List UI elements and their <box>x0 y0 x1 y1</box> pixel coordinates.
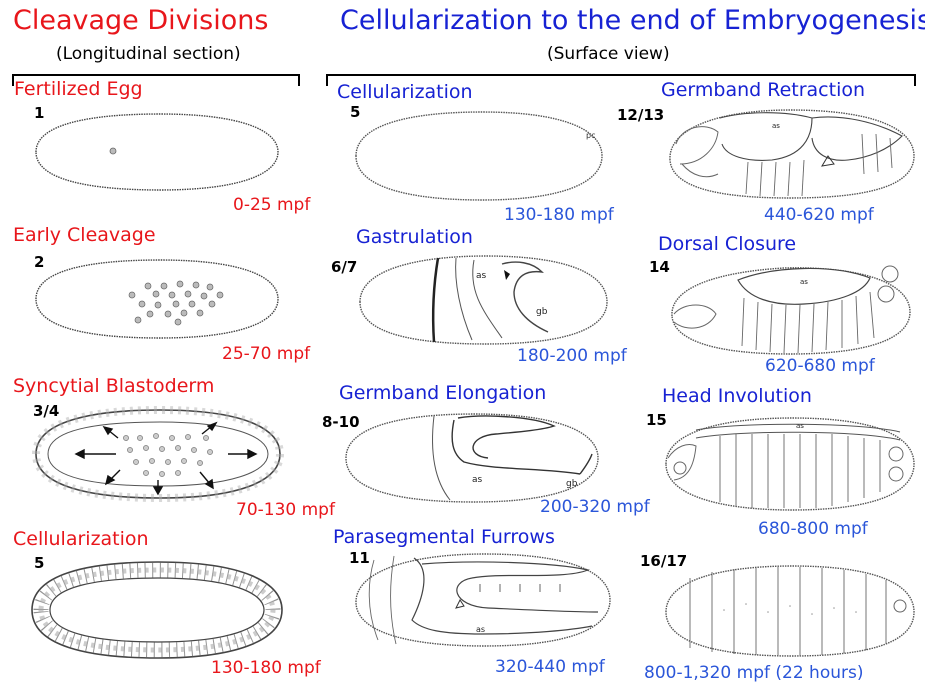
embryo-germband-retraction-illustration: as <box>662 104 918 202</box>
left-section-bracket <box>12 74 300 76</box>
pole-cell-label: pc <box>586 131 595 140</box>
embryo-cellularization-section-illustration <box>28 560 286 660</box>
embryo-fertilized-egg-illustration <box>30 112 282 192</box>
embryo-cellularization-surface-illustration: pc <box>352 110 606 202</box>
embryo-early-cleavage-illustration <box>30 258 282 340</box>
germband-label: gb <box>566 479 578 489</box>
amnioserosa-label: as <box>476 625 485 634</box>
amnioserosa-label: as <box>772 122 780 130</box>
stage-time: 800-1,320 mpf (22 hours) <box>644 663 864 683</box>
stage-time: 70-130 mpf <box>236 500 335 520</box>
right-section-bracket <box>326 74 916 76</box>
stage-name-fertilized-egg: Fertilized Egg <box>14 78 143 100</box>
left-section-title: Cleavage Divisions <box>13 6 268 36</box>
stage-time: 440-620 mpf <box>764 205 874 225</box>
stage-time: 25-70 mpf <box>222 344 310 364</box>
stage-time: 130-180 mpf <box>211 658 321 678</box>
right-section-subtitle: (Surface view) <box>547 44 670 64</box>
stage-number: 6/7 <box>331 258 357 276</box>
stage-name-parasegmental-furrows: Parasegmental Furrows <box>333 526 555 548</box>
germband-label: gb <box>536 307 548 317</box>
stage-name-early-cleavage: Early Cleavage <box>13 224 156 246</box>
stage-name-head-involution: Head Involution <box>662 385 812 407</box>
amnioserosa-label: as <box>476 271 487 281</box>
embryo-germband-elongation-illustration: as gb <box>342 410 602 506</box>
amnioserosa-label: as <box>796 422 804 430</box>
stage-name-cellularization: Cellularization <box>337 81 473 103</box>
embryo-late-stage-illustration <box>660 560 920 660</box>
embryo-head-involution-illustration: as <box>660 412 920 514</box>
stage-name-cellularization-left: Cellularization <box>13 528 149 550</box>
stage-time: 680-800 mpf <box>758 519 868 539</box>
embryo-parasegmental-furrows-illustration: as <box>352 550 614 650</box>
stage-time: 130-180 mpf <box>504 205 614 225</box>
stage-time: 0-25 mpf <box>233 195 310 215</box>
embryo-gastrulation-illustration: as gb <box>356 252 611 346</box>
stage-name-syncytial-blastoderm: Syncytial Blastoderm <box>13 375 214 397</box>
embryo-dorsal-closure-illustration: as <box>664 258 918 358</box>
stage-name-germband-retraction: Germband Retraction <box>661 79 865 101</box>
right-section-title: Cellularization to the end of Embryogene… <box>340 6 925 36</box>
stage-time: 620-680 mpf <box>765 356 875 376</box>
stage-name-dorsal-closure: Dorsal Closure <box>658 233 796 255</box>
amnioserosa-label: as <box>800 278 808 286</box>
stage-time: 320-440 mpf <box>495 657 605 677</box>
stage-name-germband-elongation: Germband Elongation <box>339 382 546 404</box>
left-section-subtitle: (Longitudinal section) <box>56 44 241 64</box>
stage-name-gastrulation: Gastrulation <box>356 226 473 248</box>
stage-time: 180-200 mpf <box>517 346 627 366</box>
embryo-syncytial-blastoderm-illustration <box>30 408 284 500</box>
stage-number: 12/13 <box>617 106 664 124</box>
amnioserosa-label: as <box>472 475 483 485</box>
